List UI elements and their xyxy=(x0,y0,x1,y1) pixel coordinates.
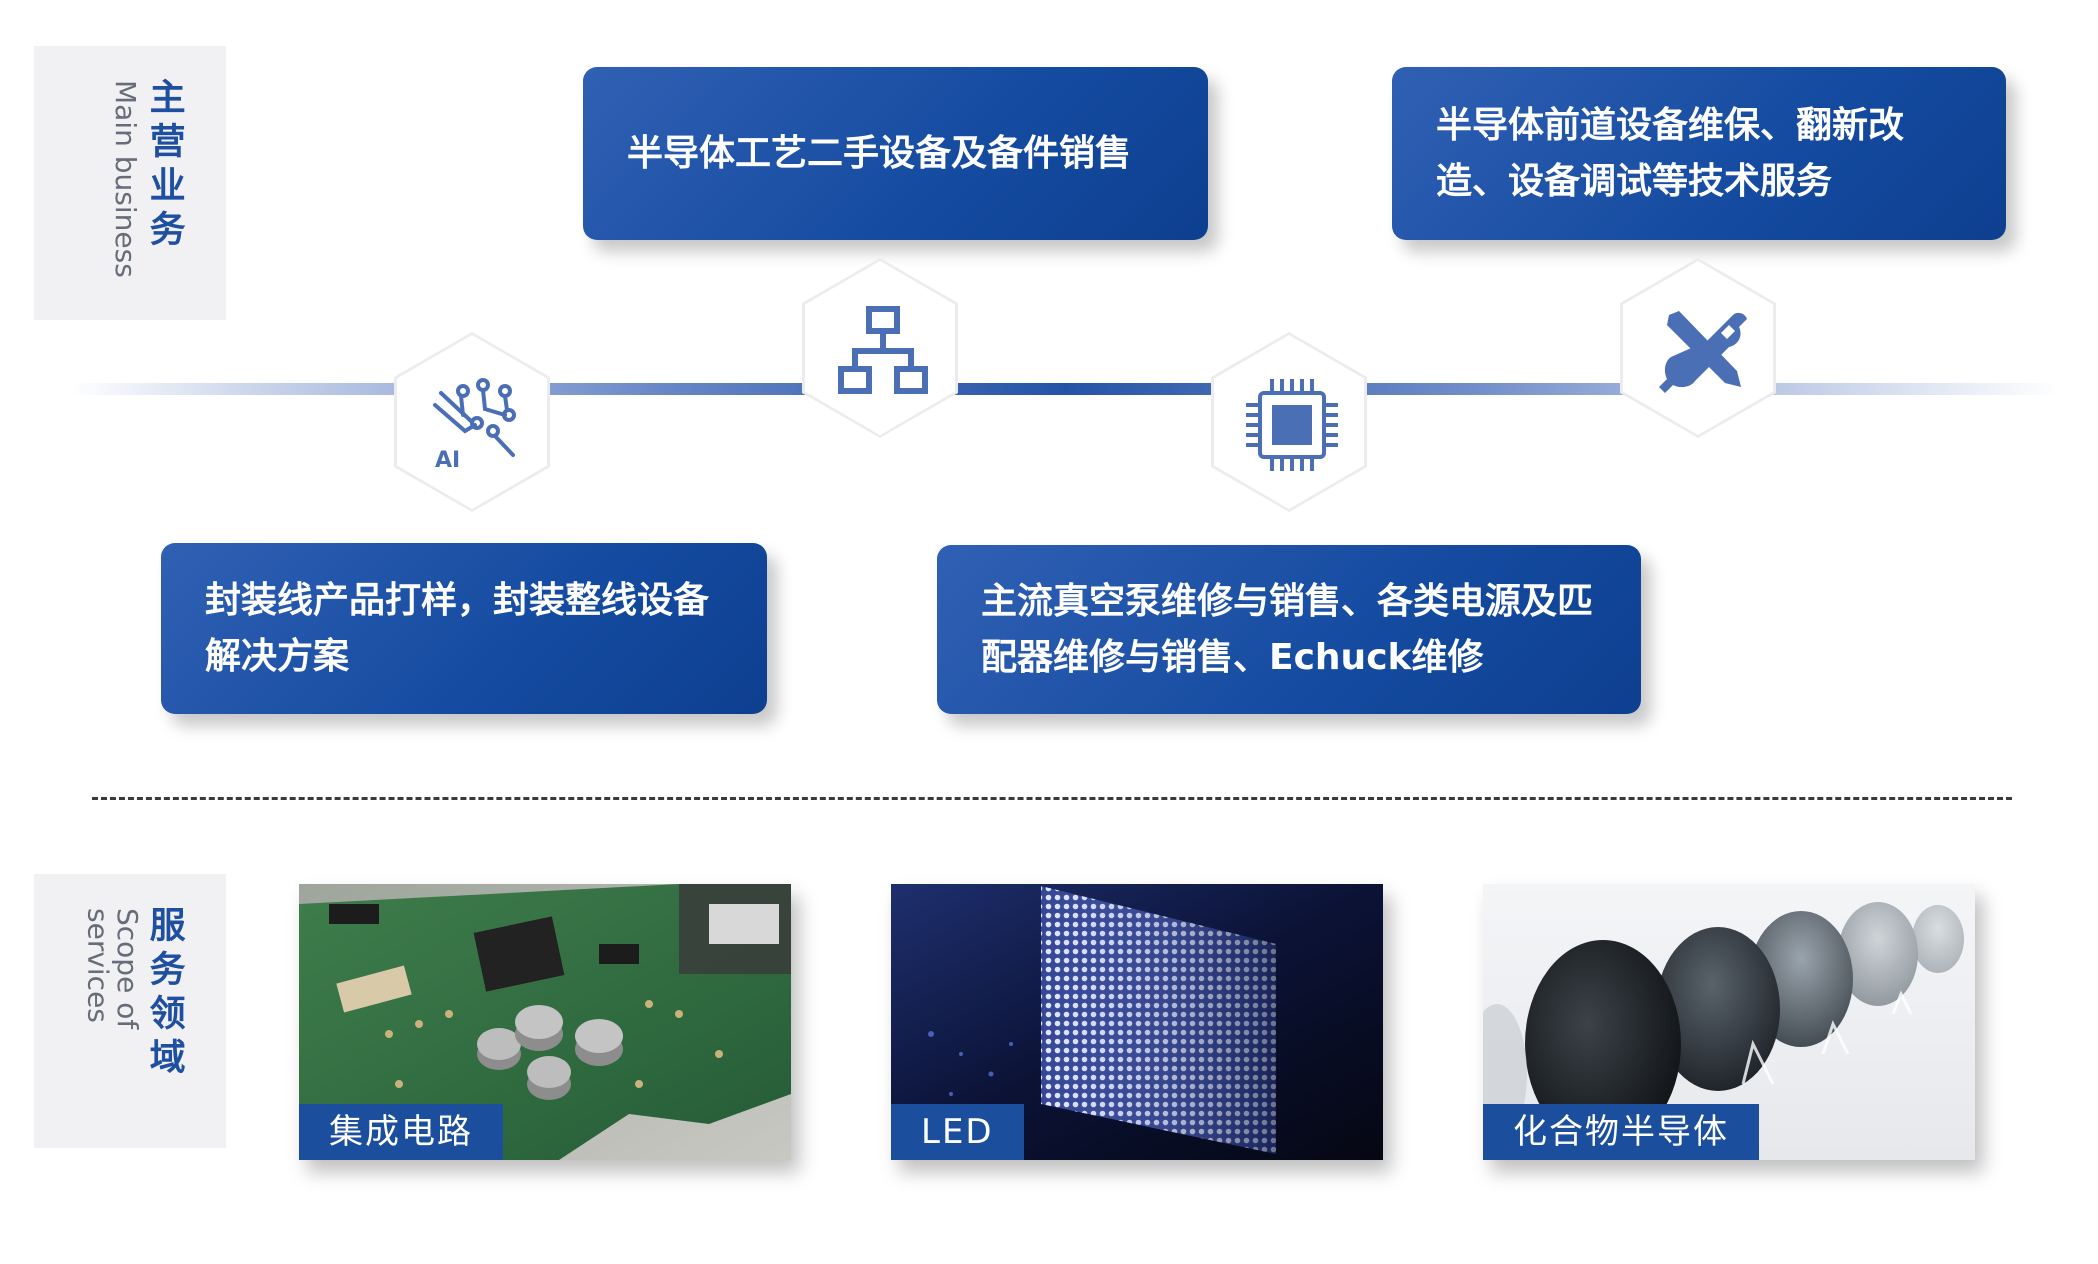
business-item-equipment-sales: 半导体工艺二手设备及备件销售 xyxy=(583,67,1208,240)
section-divider xyxy=(92,797,2012,800)
business-item-text: 半导体工艺二手设备及备件销售 xyxy=(627,132,1132,174)
main-business-title-en: Main business xyxy=(109,80,142,278)
chip-hexagon xyxy=(1211,332,1367,512)
network-hexagon xyxy=(802,258,958,438)
tools-icon xyxy=(1659,311,1747,393)
service-card-label: 化合物半导体 xyxy=(1483,1104,1759,1160)
business-item-text: 主流真空泵维修与销售、各类电源及匹配器维修与销售、Echuck维修 xyxy=(981,580,1594,678)
service-scope-title-cn: 服务领域 xyxy=(143,906,185,1082)
network-hierarchy-icon xyxy=(838,306,928,394)
main-business-title-cn: 主营业务 xyxy=(143,78,185,254)
chip-icon xyxy=(1246,379,1338,471)
ai-circuit-icon: AI xyxy=(433,378,516,473)
circuit-board-photo xyxy=(299,884,791,1160)
ai-circuit-hexagon: AI xyxy=(394,332,550,512)
business-item-maintenance: 半导体前道设备维保、翻新改造、设备调试等技术服务 xyxy=(1392,67,2006,240)
service-card-label: 集成电路 xyxy=(299,1104,503,1160)
led-panel-photo xyxy=(891,884,1383,1160)
svg-text:AI: AI xyxy=(435,448,460,473)
business-item-vacuum-pump: 主流真空泵维修与销售、各类电源及匹配器维修与销售、Echuck维修 xyxy=(937,545,1641,714)
service-card-label: LED xyxy=(891,1104,1024,1160)
service-scope-label: 服务领域 Scope of services xyxy=(34,874,226,1148)
business-item-text: 半导体前道设备维保、翻新改造、设备调试等技术服务 xyxy=(1436,104,1905,202)
service-card-led: LED xyxy=(891,884,1383,1160)
tools-hexagon xyxy=(1620,258,1776,438)
service-card-compound: 化合物半导体 xyxy=(1483,884,1975,1160)
business-item-text: 封装线产品打样，封装整线设备解决方案 xyxy=(205,579,710,677)
business-timeline xyxy=(70,383,2060,395)
service-card-ic: 集成电路 xyxy=(299,884,791,1160)
business-item-packaging: 封装线产品打样，封装整线设备解决方案 xyxy=(161,543,767,714)
service-scope-title-en: Scope of services xyxy=(81,908,144,1030)
main-business-label: 主营业务 Main business xyxy=(34,46,226,320)
